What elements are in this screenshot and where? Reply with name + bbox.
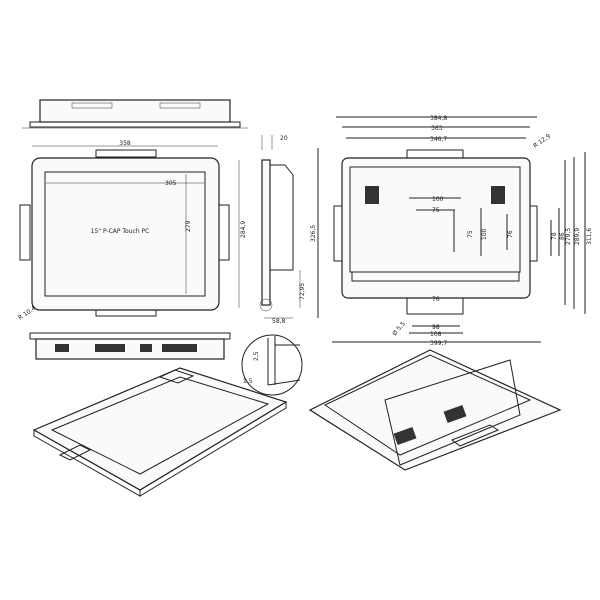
dim-height-311-6: 311,6 bbox=[586, 228, 593, 245]
dim-height-326-5: 326,5 bbox=[310, 225, 317, 242]
back-view: 384,8 363 346,7 R 12,9 100 75 75 100 76 … bbox=[310, 115, 593, 347]
detail-view: 2,5 1,5 bbox=[241, 334, 303, 396]
dim-corner-radius: R 10,4 bbox=[17, 305, 37, 322]
front-view: 15" P-CAP Touch PC 358 305 279 284,9 R 1… bbox=[17, 140, 247, 322]
dim-width-brackets: 384,8 bbox=[430, 115, 447, 122]
dim-height-279-5: 279,5 bbox=[565, 228, 572, 245]
dim-screen-height: 279 bbox=[185, 220, 192, 232]
back-top-bracket bbox=[406, 149, 464, 159]
dim-side-86: 86 bbox=[559, 232, 566, 240]
dim-side-78: 78 bbox=[551, 232, 558, 240]
dim-bottom-76: 76 bbox=[432, 296, 440, 303]
dim-depth-total: 58,8 bbox=[272, 318, 286, 325]
dim-width-inner: 346,7 bbox=[430, 136, 447, 143]
dim-bracket-108: 108 bbox=[430, 331, 442, 338]
dim-detail-a: 2,5 bbox=[253, 351, 260, 361]
dim-corner-radius-back: R 12,9 bbox=[532, 133, 552, 150]
dim-vesa-outer-v: 100 bbox=[481, 228, 488, 240]
dim-height-lower: 72,95 bbox=[299, 283, 306, 300]
dim-total-width: 399,7 bbox=[430, 340, 447, 347]
side-view: 20 58,8 72,95 bbox=[259, 135, 306, 325]
io-panel-view bbox=[29, 332, 231, 360]
product-label: 15" P-CAP Touch PC bbox=[91, 228, 150, 235]
dim-side-76: 76 bbox=[507, 230, 514, 238]
dim-vesa-inner: 75 bbox=[432, 207, 440, 214]
dim-vesa-outer: 100 bbox=[432, 196, 444, 203]
top-bracket bbox=[95, 149, 157, 158]
top-view bbox=[22, 99, 248, 129]
dim-screen-width: 305 bbox=[165, 180, 177, 187]
dim-detail-b: 1,5 bbox=[243, 378, 253, 385]
dim-depth-front: 20 bbox=[280, 135, 288, 142]
isometric-front-view bbox=[32, 367, 288, 497]
dim-height-289-9: 289,9 bbox=[574, 228, 581, 245]
dim-hole-diameter: Ø 5,5 bbox=[391, 320, 407, 337]
dim-width-overall: 358 bbox=[119, 140, 131, 147]
dim-bracket-98: 98 bbox=[432, 324, 440, 331]
dim-height-overall: 284,9 bbox=[240, 221, 247, 238]
isometric-back-view bbox=[308, 349, 562, 471]
dim-width-outer: 363 bbox=[431, 125, 443, 132]
right-bracket bbox=[218, 204, 230, 261]
dim-vesa-inner-v: 75 bbox=[467, 230, 474, 238]
left-bracket bbox=[19, 204, 31, 261]
